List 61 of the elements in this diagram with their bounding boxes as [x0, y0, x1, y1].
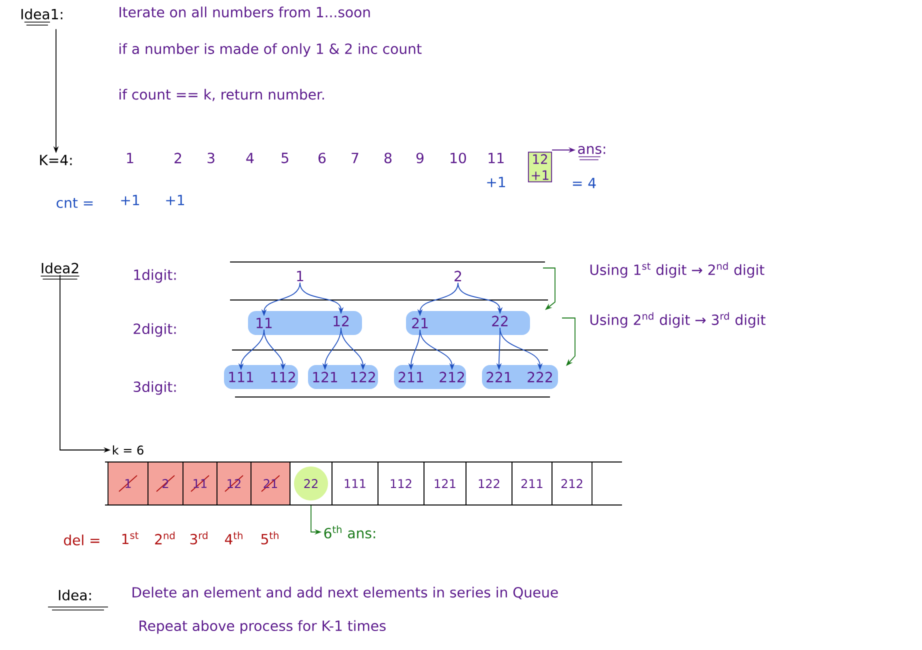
note-label: k = 6: [112, 445, 144, 455]
note-text: Repeat above process for K-1 times: [140, 620, 386, 634]
count-label: +1: [166, 194, 184, 206]
number-label: 3: [208, 152, 214, 164]
number-label: 221: [486, 372, 512, 382]
number-label: 212: [440, 372, 464, 382]
row-label: K=4:: [40, 154, 72, 166]
queue-cell: 122: [466, 462, 512, 506]
count-label: +1: [121, 194, 140, 206]
number-label: 7: [352, 152, 358, 164]
ordinal-label: 4$^{th}$: [224, 532, 242, 544]
number-label: 111: [229, 372, 254, 382]
ordinal-label: 5$^{th}$: [261, 532, 278, 544]
number-label: 112: [271, 372, 295, 382]
number-label: 8: [384, 152, 392, 164]
number-label: 4: [246, 152, 254, 164]
note-text: Using 1$^{st}$ digit → 2$^{nd}$ digit: [590, 262, 764, 278]
heading: Idea2: [42, 262, 78, 274]
queue-cell: 22: [290, 462, 332, 506]
answer-box: 12 +1: [528, 152, 552, 182]
note-text: if count == k, return number.: [120, 88, 324, 102]
count-label: +1: [487, 176, 506, 188]
queue-cell: 121: [424, 462, 466, 506]
note-text: Using 2$^{nd}$ digit → 3$^{rd}$ digit: [590, 312, 766, 328]
number-label: 12: [334, 316, 349, 326]
row-label: 2digit:: [134, 323, 176, 337]
number-label: 10: [450, 152, 466, 164]
queue-cell: 111: [332, 462, 378, 506]
count-label: del =: [64, 534, 100, 546]
number-label: 11: [256, 318, 272, 328]
heading: Idea1:: [21, 8, 62, 20]
number-label: 211: [398, 372, 424, 382]
queue-cell: 212: [552, 462, 592, 506]
queue-cell: 211: [512, 462, 552, 506]
number-label: 21: [412, 318, 428, 328]
row-label: 1digit:: [134, 269, 176, 283]
number-label: 1: [127, 152, 134, 164]
number-label: 222: [528, 372, 552, 382]
number-label: 2: [174, 152, 182, 164]
number-label: 11: [488, 152, 504, 164]
number-label: 5: [282, 152, 288, 164]
ordinal-label: 3$^{rd}$: [190, 532, 208, 544]
count-label: cnt =: [56, 198, 93, 208]
number-label: 9: [416, 152, 424, 164]
number-label: 121: [313, 372, 338, 382]
note-text: Iterate on all numbers from 1...soon: [120, 6, 370, 18]
ordinal-label: 1$^{st}$: [122, 532, 138, 544]
number-label: 22: [492, 316, 508, 326]
number-label: 6: [318, 152, 326, 164]
heading: Idea:: [58, 590, 91, 600]
number-label: 2: [454, 270, 462, 282]
note-text: if a number is made of only 1 & 2 inc count: [120, 43, 422, 57]
result-label: = 4: [572, 178, 596, 188]
note-text: Delete an element and add next elements in series in Queue: [132, 586, 558, 600]
answer-label: 6$^{th}$ ans:: [324, 526, 376, 538]
row-label: 3digit:: [134, 381, 176, 395]
number-label: 1: [297, 270, 304, 282]
number-label: 122: [351, 372, 375, 382]
queue-cell: 112: [378, 462, 424, 506]
answer-label: ans:: [578, 146, 606, 154]
ordinal-label: 2$^{nd}$: [155, 532, 175, 544]
